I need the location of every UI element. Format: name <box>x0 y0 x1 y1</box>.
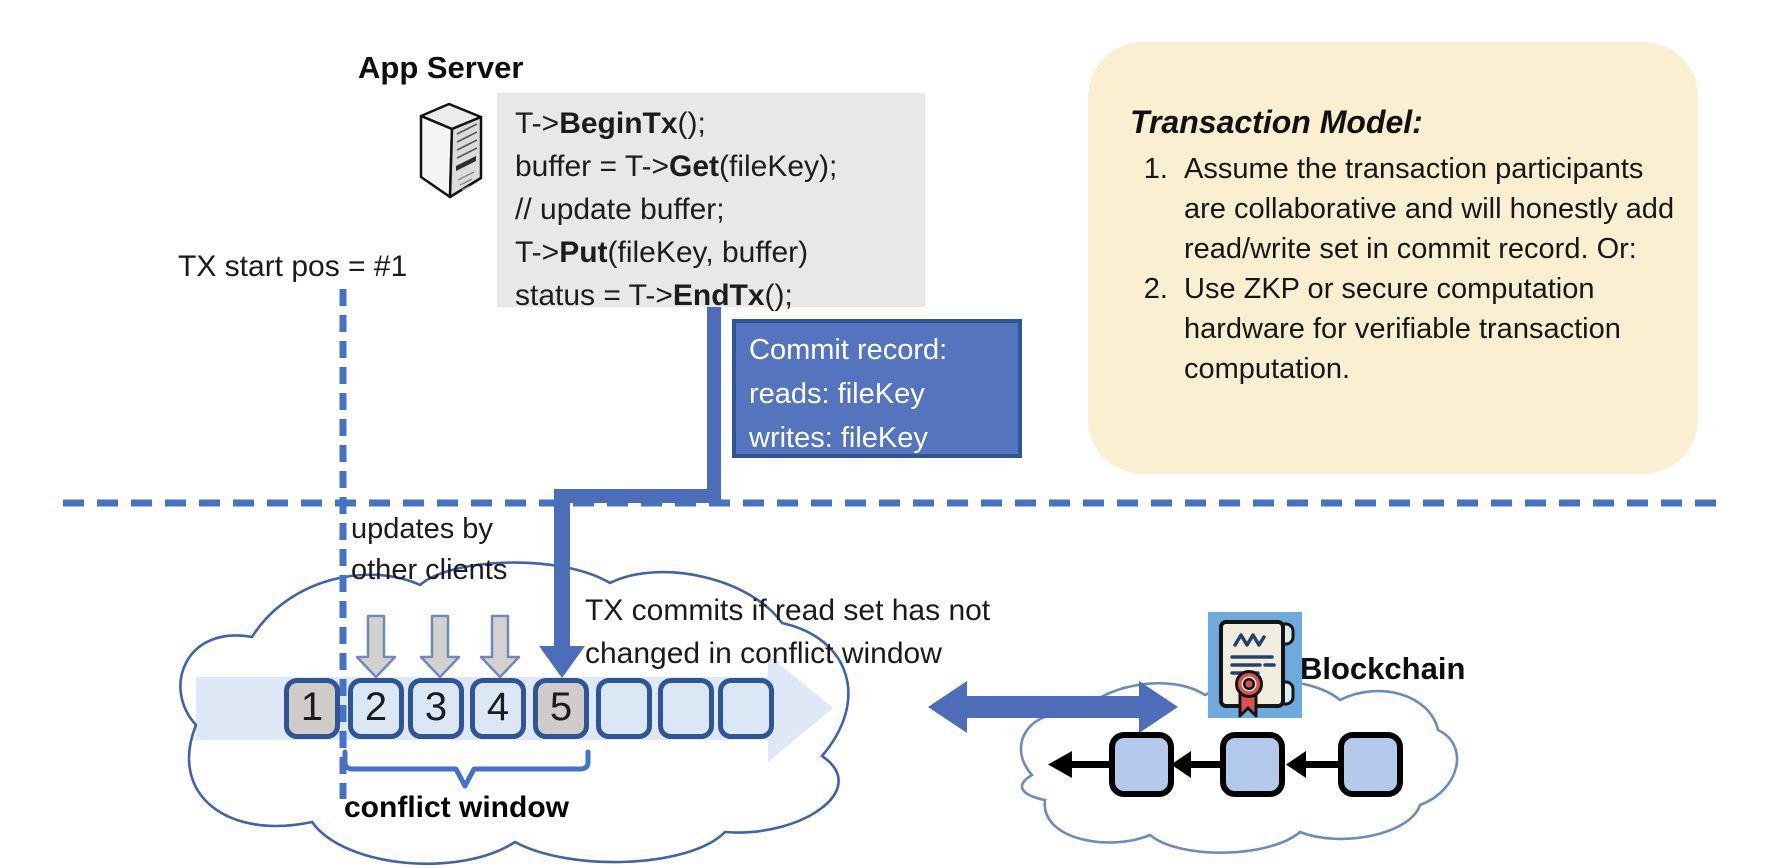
transaction-model-item: Assume the transaction participants are … <box>1176 149 1676 269</box>
blockchain-block <box>1338 732 1403 797</box>
blockchain-cloud <box>1019 679 1459 854</box>
blockchain-label: Blockchain <box>1300 651 1466 686</box>
blockchain-block <box>1109 732 1174 797</box>
ledger-slot-box: 2 <box>348 678 404 739</box>
transaction-model-list: Assume the transaction participants are … <box>1130 149 1676 389</box>
ledger-slot-box: 3 <box>408 678 464 739</box>
transaction-code-block: T->BeginTx(); buffer = T->Get(fileKey); … <box>497 93 925 312</box>
ledger-slot-box <box>596 678 652 739</box>
commit-record-box: Commit record: reads: fileKey writes: fi… <box>732 319 1022 458</box>
transaction-model-item: Use ZKP or secure computation hardware f… <box>1176 269 1676 389</box>
server-tower-icon <box>419 102 483 199</box>
update-arrow-icon <box>419 614 461 679</box>
code-line: status = T->EndTx(); <box>515 279 793 312</box>
ledger-slot-box <box>658 678 714 739</box>
transaction-model-title: Transaction Model: <box>1130 104 1423 140</box>
blockchain-block <box>1220 732 1285 797</box>
commit-elbow-arrow <box>539 307 721 678</box>
code-line: // update buffer; <box>515 193 725 226</box>
update-arrow-icon <box>479 614 521 679</box>
ledger-slot-box: 1 <box>284 678 340 739</box>
commit-record-line: reads: fileKey <box>749 378 925 410</box>
code-line: T->Put(fileKey, buffer) <box>515 236 809 269</box>
conflict-window-label: conflict window <box>344 791 569 824</box>
chain-link-arrow <box>1171 751 1223 778</box>
app-server-title: App Server <box>358 50 524 85</box>
timeline-cloud <box>179 561 850 865</box>
smart-contract-icon <box>1208 612 1302 718</box>
tx-start-pos-label: TX start pos = #1 <box>178 250 408 283</box>
chain-link-arrow <box>1048 751 1112 778</box>
conflict-window-brace <box>342 749 591 789</box>
commit-record-line: writes: fileKey <box>749 422 928 454</box>
chain-link-arrow <box>1286 751 1341 778</box>
transaction-model-note: Transaction Model: Assume the transactio… <box>1088 42 1698 474</box>
code-line: buffer = T->Get(fileKey); <box>515 150 838 183</box>
ledger-slot-box: 5 <box>533 678 589 739</box>
code-line: T->BeginTx(); <box>515 107 706 140</box>
updates-by-other-clients-label: updates by other clients <box>351 513 508 586</box>
ledger-slot-box: 4 <box>470 678 526 739</box>
ledger-slot-box <box>718 678 774 739</box>
update-arrow-icon <box>355 614 397 679</box>
sync-double-arrow <box>928 681 1178 733</box>
commit-record-line: Commit record: <box>749 334 948 366</box>
tx-commits-note: TX commits if read set has not changed i… <box>585 594 991 670</box>
